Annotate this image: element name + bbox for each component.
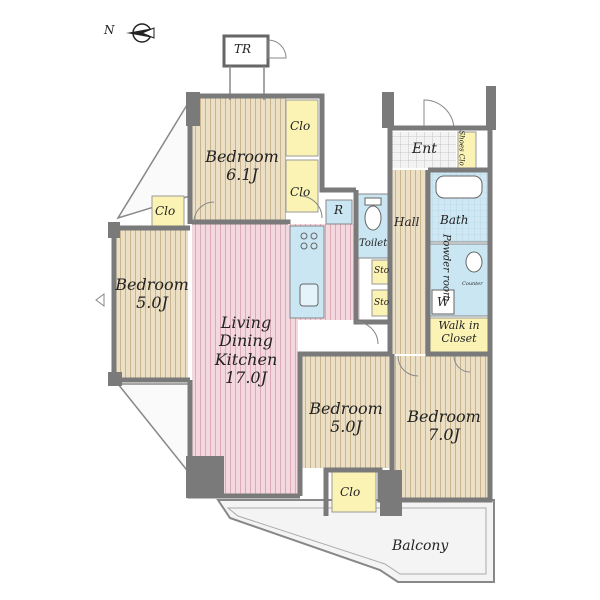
refrigerator-space xyxy=(325,199,353,225)
label-balcony: Balcony xyxy=(392,538,449,554)
label-toilet: Toilet xyxy=(359,238,388,249)
hall-floor xyxy=(390,170,430,354)
bedroom-right-floor xyxy=(394,356,488,500)
label-refrigerator: R xyxy=(334,203,344,217)
label-sto-2: Sto xyxy=(374,298,390,308)
label-shoes-clo: Shoes Clo xyxy=(457,130,466,166)
label-entrance: Ent xyxy=(412,141,437,157)
label-clo-top-1: Clo xyxy=(290,119,311,133)
north-label: N xyxy=(104,23,115,37)
balcony-inner xyxy=(226,507,487,575)
label-tr: TR xyxy=(234,42,252,56)
closet-top-1 xyxy=(285,99,319,157)
bedroom-mid-floor xyxy=(300,356,392,468)
bedroom-top-floor xyxy=(192,98,286,222)
wall-column-3 xyxy=(108,372,122,386)
label-bedroom-mid: Bedroom 5.0J xyxy=(309,399,383,437)
label-ldk: Living Dining Kitchen 17.0J xyxy=(214,313,278,388)
balcony-floor xyxy=(216,499,495,583)
wall-column-1 xyxy=(186,92,200,126)
wall-column-6 xyxy=(382,92,394,128)
label-clo-left: Clo xyxy=(155,204,176,218)
washer-space xyxy=(431,289,455,315)
label-bedroom-right: Bedroom 7.0J xyxy=(407,407,481,445)
label-counter: Counter xyxy=(462,281,483,287)
wall-column-2 xyxy=(108,222,120,238)
bay-window-bottom-left xyxy=(116,383,191,477)
label-sto-1: Sto xyxy=(374,266,390,276)
entrance-floor xyxy=(392,132,456,168)
wall-column-4 xyxy=(186,456,224,498)
north-arrow: N xyxy=(104,20,160,46)
trunk-room-door xyxy=(267,39,287,59)
wall-column-7 xyxy=(486,86,496,130)
label-hall: Hall xyxy=(394,215,420,229)
closet-bottom xyxy=(331,471,377,513)
closet-top-2 xyxy=(285,159,319,213)
ldk-floor xyxy=(192,224,298,494)
closet-left xyxy=(151,195,185,229)
label-bedroom-top: Bedroom 6.1J xyxy=(205,147,279,185)
label-bath: Bath xyxy=(440,213,469,227)
label-powder-room: Powder room xyxy=(440,234,452,302)
door-swings xyxy=(95,195,471,377)
wall-column-5 xyxy=(380,470,402,516)
label-washer: W xyxy=(437,295,450,309)
label-clo-bottom: Clo xyxy=(340,485,361,499)
label-bedroom-left: Bedroom 5.0J xyxy=(115,275,189,313)
bedroom-left-floor xyxy=(116,230,188,378)
trunk-room xyxy=(222,34,270,68)
label-clo-top-2: Clo xyxy=(290,185,311,199)
label-walk-in-closet: Walk in Closet xyxy=(438,319,480,345)
